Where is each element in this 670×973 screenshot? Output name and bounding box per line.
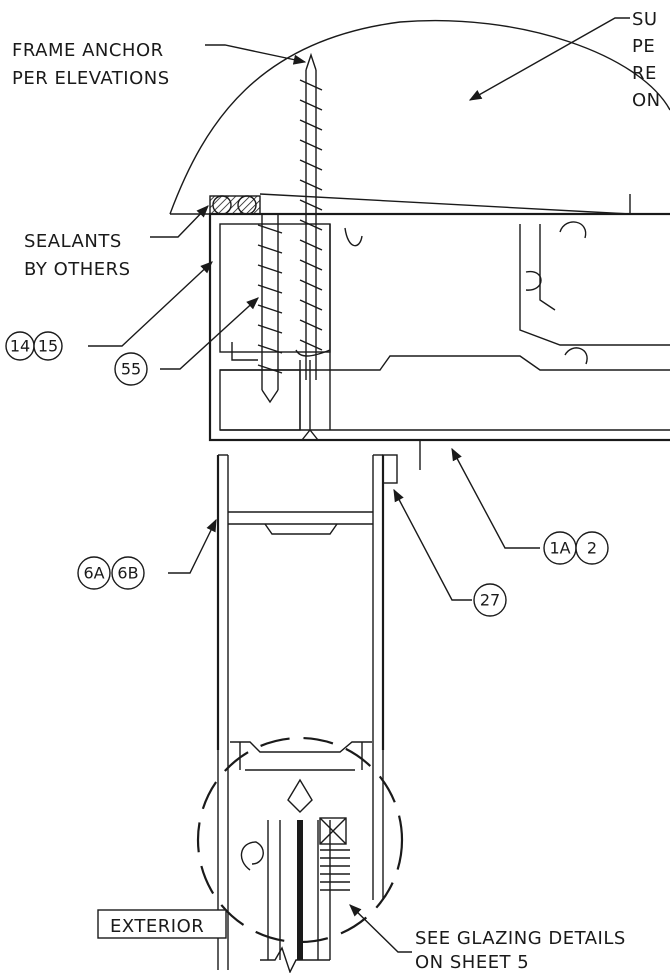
leader-lines	[88, 17, 630, 953]
frame-anchor-label-line2: PER ELEVATIONS	[12, 68, 170, 89]
glazing-assembly	[217, 750, 384, 973]
glazing-detail-circle	[196, 736, 404, 944]
callout-55: 55	[114, 352, 148, 386]
exterior-box	[97, 909, 227, 939]
glazing-note-line2: ON SHEET 5	[415, 952, 529, 973]
callout-55-text: 55	[121, 360, 141, 379]
vertical-member	[216, 454, 398, 813]
callout-15-text: 15	[38, 337, 58, 356]
callout-14-text: 14	[10, 337, 30, 356]
sealant-beads	[209, 195, 261, 215]
callout-1A-text: 1A	[549, 539, 570, 558]
substrate-label-line1: SU	[632, 9, 658, 30]
callout-1A-2: 1A 2	[543, 531, 609, 565]
frame-anchor-screw	[299, 52, 323, 380]
callout-14-15: 14 15	[5, 331, 63, 361]
substrate-label-line2: PE	[632, 36, 655, 57]
sealants-label-line1: SEALANTS	[24, 231, 122, 252]
sealants-label-line2: BY OTHERS	[24, 259, 131, 280]
exterior-label: EXTERIOR	[110, 916, 204, 937]
callout-27-text: 27	[480, 591, 500, 610]
substrate-label-line4: ON	[632, 90, 661, 111]
frame-anchor-label-line1: FRAME ANCHOR	[12, 40, 164, 61]
substrate-label-line3: RE	[632, 63, 657, 84]
callout-2-text: 2	[587, 539, 597, 558]
callout-27: 27	[473, 583, 507, 617]
callout-6A-text: 6A	[83, 564, 104, 583]
callout-6A-6B: 6A 6B	[77, 556, 145, 590]
glazing-note-line1: SEE GLAZING DETAILS	[415, 928, 626, 949]
screw-55	[257, 214, 283, 404]
callout-6B-text: 6B	[117, 564, 138, 583]
